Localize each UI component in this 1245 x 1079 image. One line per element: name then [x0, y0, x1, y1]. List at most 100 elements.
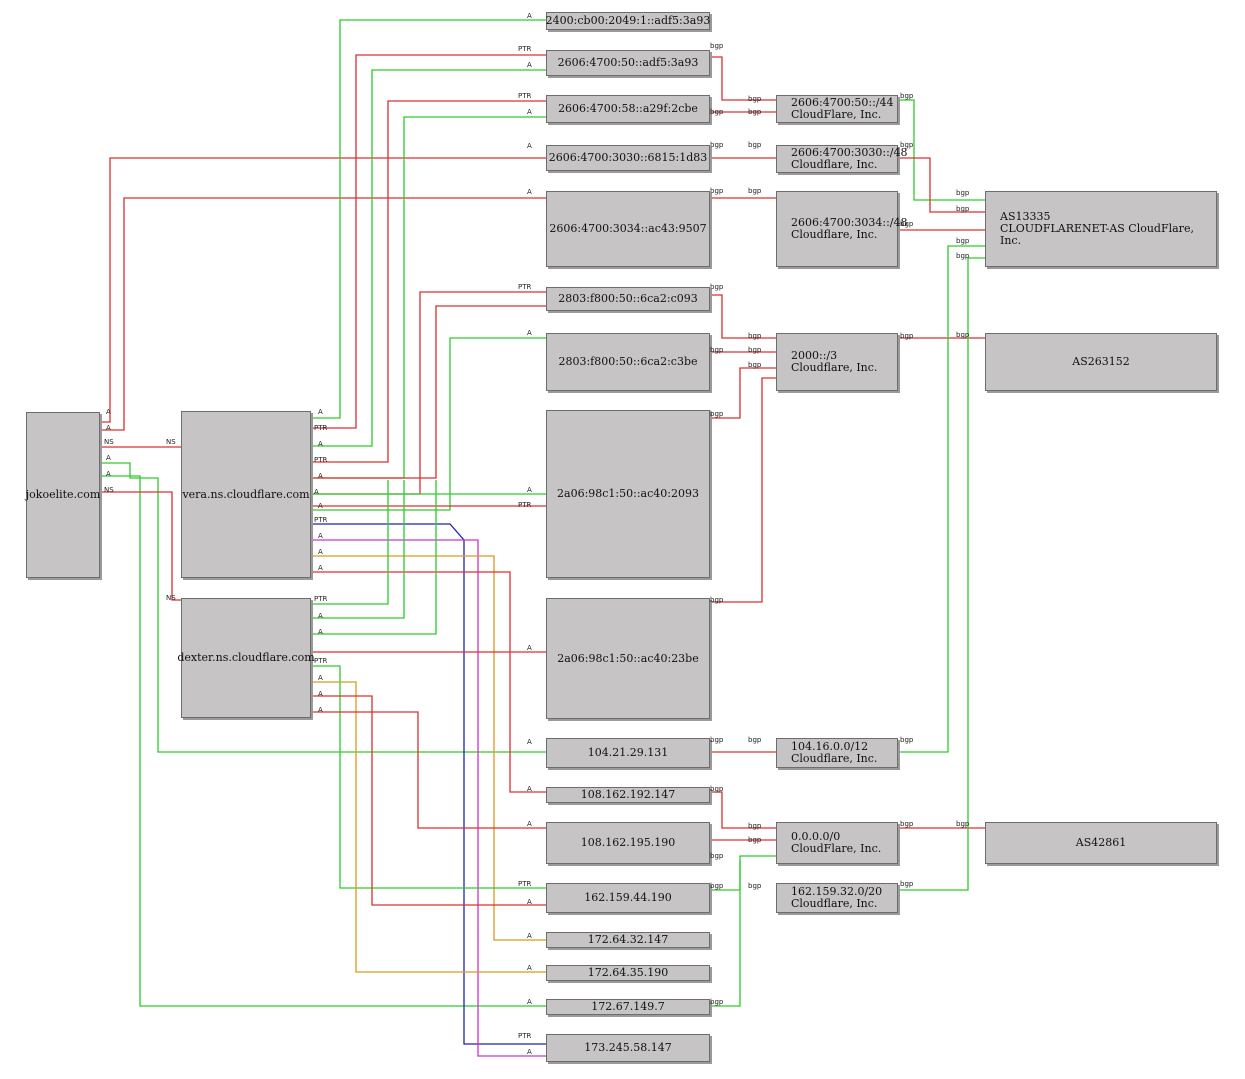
edge-dexter-2606-58 — [311, 480, 389, 605]
edge-label-bgp: bgp — [956, 205, 970, 213]
node-pfx-2606-50: 2606:4700:50::/44 CloudFlare, Inc. — [776, 95, 898, 123]
edge-label-ptr: PTR — [518, 283, 532, 291]
node-as42861: AS42861 — [985, 822, 1217, 864]
edge-label-bgp: bgp — [900, 141, 914, 149]
edge-label-a: A — [527, 1048, 532, 1056]
edge-label-bgp: bgp — [710, 283, 724, 291]
edge-vera-2606-50-ptr — [311, 54, 546, 429]
edge-vera-2606-58-ptr — [311, 100, 546, 463]
edge-label-a: A — [527, 998, 532, 1006]
edge-label-ptr: PTR — [314, 657, 328, 665]
edge-label-a: A — [318, 532, 323, 540]
edge-vera-2803-c093 — [311, 305, 546, 479]
node-label: 2606:4700:3034::ac43:9507 — [549, 222, 707, 235]
edge-label-bgp: bgp — [710, 882, 724, 890]
edge-label-bgp: bgp — [748, 836, 762, 844]
edge-label-a: A — [527, 964, 532, 972]
edge-label-bgp: bgp — [710, 410, 724, 418]
edge-label-ptr: PTR — [314, 516, 328, 524]
edge-label-bgp: bgp — [710, 596, 724, 604]
node-pfx-0000: 0.0.0.0/0 CloudFlare, Inc. — [776, 822, 898, 864]
edge-label-bgp: bgp — [710, 141, 724, 149]
node-ip-2606-3034: 2606:4700:3034::ac43:9507 — [546, 191, 710, 267]
edge-vera-2400 — [311, 19, 546, 419]
edge-label-a: A — [527, 486, 532, 494]
edge-label-a: A — [318, 408, 323, 416]
node-ip-108-147: 108.162.192.147 — [546, 787, 710, 803]
edge-label-bgp: bgp — [748, 187, 762, 195]
node-ip-162: 162.159.44.190 — [546, 883, 710, 913]
node-label: 2606:4700:3030::6815:1d83 — [548, 151, 708, 164]
edge-vera-108-147 — [311, 571, 546, 793]
edge-label-a: A — [314, 488, 319, 496]
edge-label-ptr: PTR — [314, 424, 328, 432]
edge-vera-2606-50-a — [311, 69, 546, 447]
node-ip-2a06-23be: 2a06:98c1:50::ac40:23be — [546, 598, 710, 719]
edge-label-bgp: bgp — [900, 820, 914, 828]
edge-joko-104 — [100, 462, 546, 753]
edge-vera-172-147 — [311, 555, 546, 941]
edge-label-bgp: bgp — [900, 92, 914, 100]
node-label: 2000::/3 Cloudflare, Inc. — [791, 349, 878, 374]
edge-joko-ns-dexter — [100, 491, 181, 601]
edge-label-a: A — [318, 472, 323, 480]
edge-dexter-108-190 — [311, 711, 546, 829]
node-label: dexter.ns.cloudflare.com — [177, 651, 315, 664]
node-label: 162.159.32.0/20 Cloudflare, Inc. — [791, 885, 883, 910]
edge-label-bgp: bgp — [956, 331, 970, 339]
node-label: 104.16.0.0/12 Cloudflare, Inc. — [791, 740, 878, 765]
edge-label-a: A — [527, 785, 532, 793]
edge-vera-2606-58-a — [311, 116, 546, 479]
node-ip-2803-c3be: 2803:f800:50::6ca2:c3be — [546, 333, 710, 391]
edge-label-bgp: bgp — [956, 237, 970, 245]
edge-label-bgp: bgp — [748, 332, 762, 340]
node-ip-108-190: 108.162.195.190 — [546, 822, 710, 864]
node-label: 2400:cb00:2049:1::adf5:3a93 — [545, 14, 711, 27]
edge-label-bgp: bgp — [956, 189, 970, 197]
node-label: 172.64.35.190 — [587, 966, 669, 979]
edge-label-a: A — [318, 706, 323, 714]
edge-label-ptr: PTR — [518, 92, 532, 100]
edge-label-ptr: PTR — [518, 880, 532, 888]
edge-label-bgp: bgp — [900, 220, 914, 228]
edge-label-bgp: bgp — [748, 736, 762, 744]
node-pfx-2606-3034: 2606:4700:3034::/48 Cloudflare, Inc. — [776, 191, 908, 267]
node-label: 173.245.58.147 — [584, 1041, 672, 1054]
node-pfx-2000: 2000::/3 Cloudflare, Inc. — [776, 333, 898, 391]
node-label: 2a06:98c1:50::ac40:2093 — [557, 487, 699, 500]
edge-label-bgp: bgp — [748, 822, 762, 830]
node-ip-2606-50: 2606:4700:50::adf5:3a93 — [546, 50, 710, 76]
edge-label-bgp: bgp — [748, 361, 762, 369]
node-ip-2803-c093: 2803:f800:50::6ca2:c093 — [546, 287, 710, 311]
edge-vera-173-a — [311, 539, 546, 1057]
edge-label-bgp: bgp — [900, 880, 914, 888]
node-label: 172.67.149.7 — [591, 1000, 665, 1013]
node-ip-104: 104.21.29.131 — [546, 738, 710, 768]
edge-label-bgp: bgp — [748, 141, 762, 149]
edge-label-ptr: PTR — [314, 456, 328, 464]
edge-as-2606-50 — [898, 99, 985, 201]
edge-dexter-162-a — [311, 695, 546, 906]
edge-bgp-108-147 — [710, 791, 776, 829]
node-vera: vera.ns.cloudflare.com — [181, 411, 311, 578]
node-label: 104.21.29.131 — [587, 746, 669, 759]
node-label: vera.ns.cloudflare.com — [182, 487, 310, 501]
edge-label-a: A — [318, 564, 323, 572]
edge-as-2606-3030 — [898, 157, 985, 213]
edge-bgp-2803-c093 — [710, 294, 776, 339]
edge-joko-2606-3034 — [100, 197, 546, 431]
edge-label-bgp: bgp — [710, 785, 724, 793]
node-as263152: AS263152 — [985, 333, 1217, 391]
edge-label-ns: NS — [104, 486, 114, 494]
node-label: 2a06:98c1:50::ac40:23be — [557, 651, 699, 665]
node-ip-2400: 2400:cb00:2049:1::adf5:3a93 — [546, 12, 710, 30]
edge-label-a: A — [527, 61, 532, 69]
edge-label-a: A — [318, 612, 323, 620]
node-pfx-2606-3030: 2606:4700:3030::/48 Cloudflare, Inc. — [776, 145, 908, 173]
edge-label-a: A — [318, 628, 323, 636]
edge-label-bgp: bgp — [900, 332, 914, 340]
node-label: AS263152 — [1072, 355, 1130, 368]
node-label: 2803:f800:50::6ca2:c093 — [558, 292, 698, 305]
edge-label-a: A — [527, 738, 532, 746]
